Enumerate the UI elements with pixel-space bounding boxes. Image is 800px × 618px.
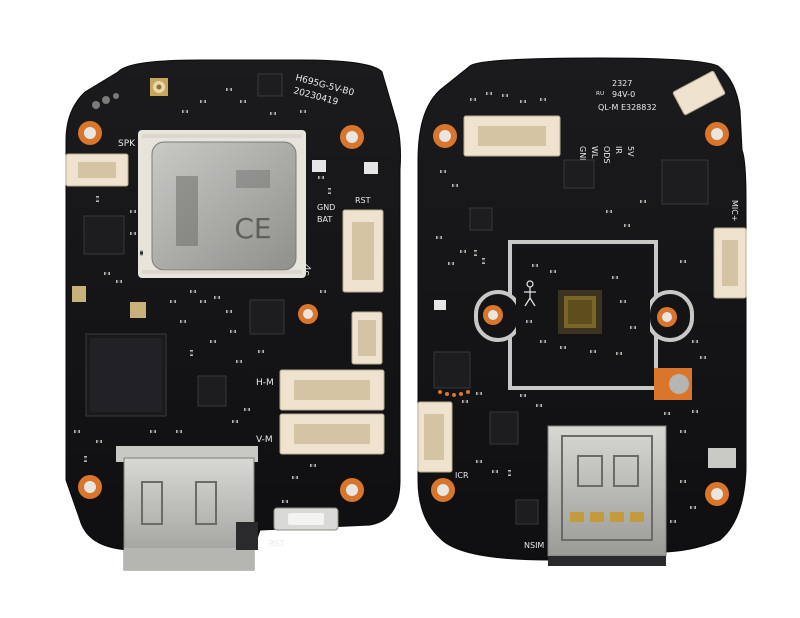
- front-board: CE H695G-5V-B0 20230419 SPK GND BAT 5V R…: [65, 59, 401, 571]
- back-chip-f: [515, 499, 539, 525]
- icr-connector: [417, 401, 453, 473]
- front-led-pad-2: [364, 162, 378, 174]
- mounting-hole-front-mid: [298, 304, 318, 324]
- spk-connector: [65, 153, 129, 187]
- top-5pin-connector: [463, 115, 561, 157]
- lens-mount-hole-right: [657, 307, 677, 327]
- vm-connector: [279, 413, 385, 455]
- spk-label: SPK: [118, 139, 136, 149]
- front-led-pad: [312, 160, 326, 172]
- top-chip: [257, 73, 283, 97]
- antenna-connector: [150, 78, 168, 96]
- mounting-hole-back-tr: [705, 122, 729, 146]
- cellular-module: CE: [138, 130, 306, 278]
- mounting-hole-front-br: [340, 478, 364, 502]
- svg-text:GND: GND: [578, 146, 587, 164]
- mounting-hole-front-bl: [78, 475, 102, 499]
- mounting-hole-front-tr: [340, 125, 364, 149]
- svg-text:ODS: ODS: [602, 146, 611, 164]
- mounting-hole-back-br: [705, 482, 729, 506]
- rst-top-label: RST: [355, 196, 371, 205]
- svg-text:CE: CE: [234, 212, 271, 245]
- front-chip-b: [72, 286, 86, 302]
- battery-connector: [342, 209, 384, 293]
- back-board: GND WL ODS IR 5V 2327 94V-0 QL-M E328832…: [417, 57, 747, 566]
- sd-card-slot: [116, 446, 258, 571]
- back-chip-b: [563, 159, 595, 189]
- sensor-dots: [438, 390, 470, 397]
- back-chip-e: [489, 411, 519, 445]
- svg-text:5V: 5V: [626, 146, 635, 157]
- 5v-label: 5V: [301, 263, 313, 276]
- icr-label: ICR: [455, 471, 469, 480]
- nsim-label: NSIM: [524, 541, 544, 550]
- mic-plus-label: MIC+: [730, 200, 739, 222]
- svg-text:WL: WL: [590, 146, 599, 159]
- image-sensor: [558, 290, 602, 334]
- top-left-components: [92, 93, 119, 109]
- mic-connector: [713, 227, 747, 299]
- main-processor: [85, 333, 167, 417]
- back-crystal: [708, 448, 736, 468]
- front-chip-a: [83, 215, 125, 255]
- back-led-pad: [434, 300, 446, 310]
- mounting-hole-back-bl: [431, 478, 455, 502]
- gnd-label: GND: [317, 203, 335, 212]
- svg-text:IR: IR: [614, 146, 623, 154]
- back-orange-pad: [654, 368, 692, 400]
- top-right-connector: [672, 70, 726, 116]
- rst-bottom-label: RST: [269, 539, 285, 548]
- ul-logo-icon: ᴿᵁ: [596, 91, 604, 101]
- sim-card-slot: [547, 425, 667, 566]
- front-chip-c: [130, 302, 146, 318]
- front-chip-d: [249, 299, 285, 335]
- back-chip-c: [433, 351, 471, 389]
- small-side-connector: [351, 311, 383, 365]
- hm-connector: [279, 369, 385, 411]
- cert-line-3: QL-M E328832: [598, 103, 657, 112]
- back-chip-d: [469, 207, 493, 231]
- mounting-hole-front-tl: [78, 121, 102, 145]
- back-chip-a: [661, 159, 709, 205]
- bat-label: BAT: [317, 215, 332, 224]
- person-icon: [524, 280, 536, 307]
- bottom-connector-stub: [236, 522, 258, 550]
- reset-button-front: [273, 507, 339, 531]
- pin-labels: GND WL ODS IR 5V: [578, 146, 635, 164]
- lens-mount-hole-left: [483, 305, 503, 325]
- mounting-hole-back-tl: [433, 124, 457, 148]
- vm-label: V-M: [256, 435, 273, 445]
- hm-label: H-M: [256, 378, 274, 388]
- front-chip-e: [197, 375, 227, 407]
- cert-line-2: 94V-0: [612, 90, 635, 99]
- cert-line-1: 2327: [612, 79, 632, 88]
